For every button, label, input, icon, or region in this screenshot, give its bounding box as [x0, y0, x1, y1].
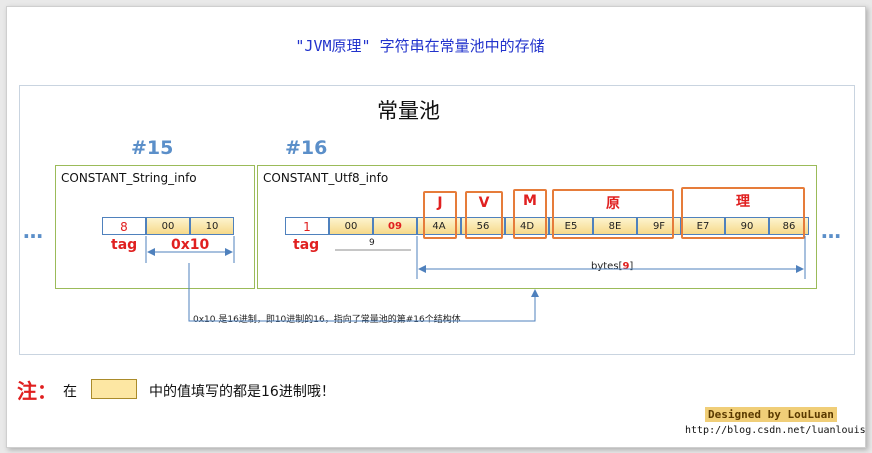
- struct16-byte: 9F: [637, 217, 681, 235]
- struct16-name: CONSTANT_Utf8_info: [263, 171, 389, 185]
- letter-j: J: [437, 195, 443, 211]
- diagram-card: "JVM原理" 字符串在常量池中的存储 常量池 #15 #16 … … CONS…: [6, 6, 866, 448]
- struct16-byte: 4A: [417, 217, 461, 235]
- struct16-tag-cell: 1: [285, 217, 329, 235]
- struct16-tag-label: tag: [293, 237, 320, 253]
- left-ellipsis: …: [23, 219, 44, 243]
- highlight-v: [465, 191, 503, 239]
- note-text: 中的值填写的都是16进制哦！: [149, 384, 335, 400]
- struct15-index: #15: [131, 137, 174, 159]
- note-prefix: 注：: [17, 379, 57, 403]
- struct16-length-hi: 00: [329, 217, 373, 235]
- constant-pool-title: 常量池: [377, 99, 440, 123]
- struct16-index: #16: [285, 137, 328, 159]
- note-word-at: 在: [63, 384, 77, 400]
- highlight-j: [423, 191, 457, 239]
- highlight-li: [681, 187, 805, 239]
- struct15-tag-label: tag: [111, 237, 138, 253]
- struct16-byte: 4D: [505, 217, 549, 235]
- designed-by-badge: Designed by LouLuan: [705, 407, 837, 422]
- struct16-byte: 8E: [593, 217, 637, 235]
- struct15-cell-lo: 10: [190, 217, 234, 235]
- right-ellipsis: …: [821, 219, 842, 243]
- struct15-cell-hi: 00: [146, 217, 190, 235]
- struct16-length-label: 9: [369, 238, 375, 248]
- struct16-byte: 86: [769, 217, 809, 235]
- struct15-name: CONSTANT_String_info: [61, 171, 197, 185]
- struct16-byte: 56: [461, 217, 505, 235]
- letter-m: M: [523, 193, 537, 209]
- struct16-byte: 90: [725, 217, 769, 235]
- letter-v: V: [478, 195, 490, 211]
- letter-li: 理: [736, 194, 750, 210]
- diagram-title: "JVM原理" 字符串在常量池中的存储: [295, 37, 545, 55]
- pointer-note: 0x10 是16进制，即10进制的16，指向了常量池的第#16个结构体: [193, 315, 461, 325]
- struct16-length-lo: 09: [373, 217, 417, 235]
- letter-yuan: 原: [606, 196, 620, 212]
- struct15-tag-cell: 8: [102, 217, 146, 235]
- highlight-yuan: [552, 189, 674, 239]
- connector-lines: [145, 236, 806, 322]
- highlight-m: [513, 189, 547, 239]
- note-color-swatch: [91, 379, 137, 399]
- blog-url: http://blog.csdn.net/luanlouis: [685, 425, 866, 436]
- struct16-byte: E5: [549, 217, 593, 235]
